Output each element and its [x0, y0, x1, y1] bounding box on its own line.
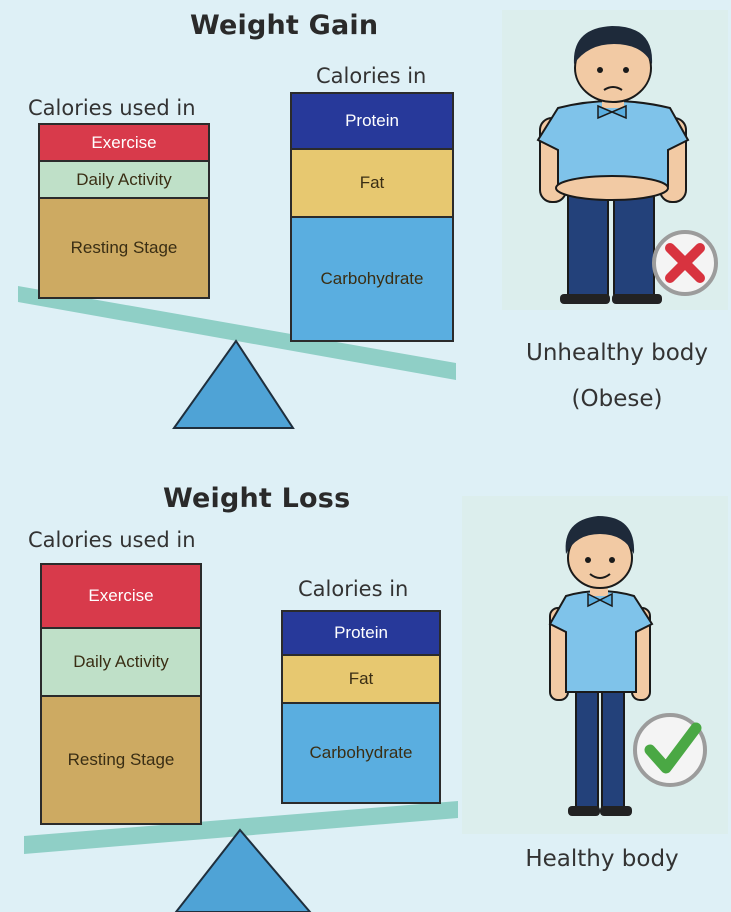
loss-used-resting-stage: Resting Stage — [42, 697, 200, 823]
loss-in-fat: Fat — [283, 656, 439, 704]
loss-in-protein: Protein — [283, 612, 439, 656]
loss-used-daily-activity: Daily Activity — [42, 629, 200, 697]
check-icon — [630, 710, 710, 790]
loss-calories-used-stack: Exercise Daily Activity Resting Stage — [40, 563, 202, 825]
loss-in-carbohydrate: Carbohydrate — [283, 704, 439, 802]
loss-calories-in-stack: Protein Fat Carbohydrate — [281, 610, 441, 804]
healthy-caption: Healthy body — [482, 846, 722, 872]
loss-used-exercise: Exercise — [42, 565, 200, 629]
healthy-figure-panel — [462, 496, 728, 834]
loss-fulcrum — [176, 830, 310, 912]
